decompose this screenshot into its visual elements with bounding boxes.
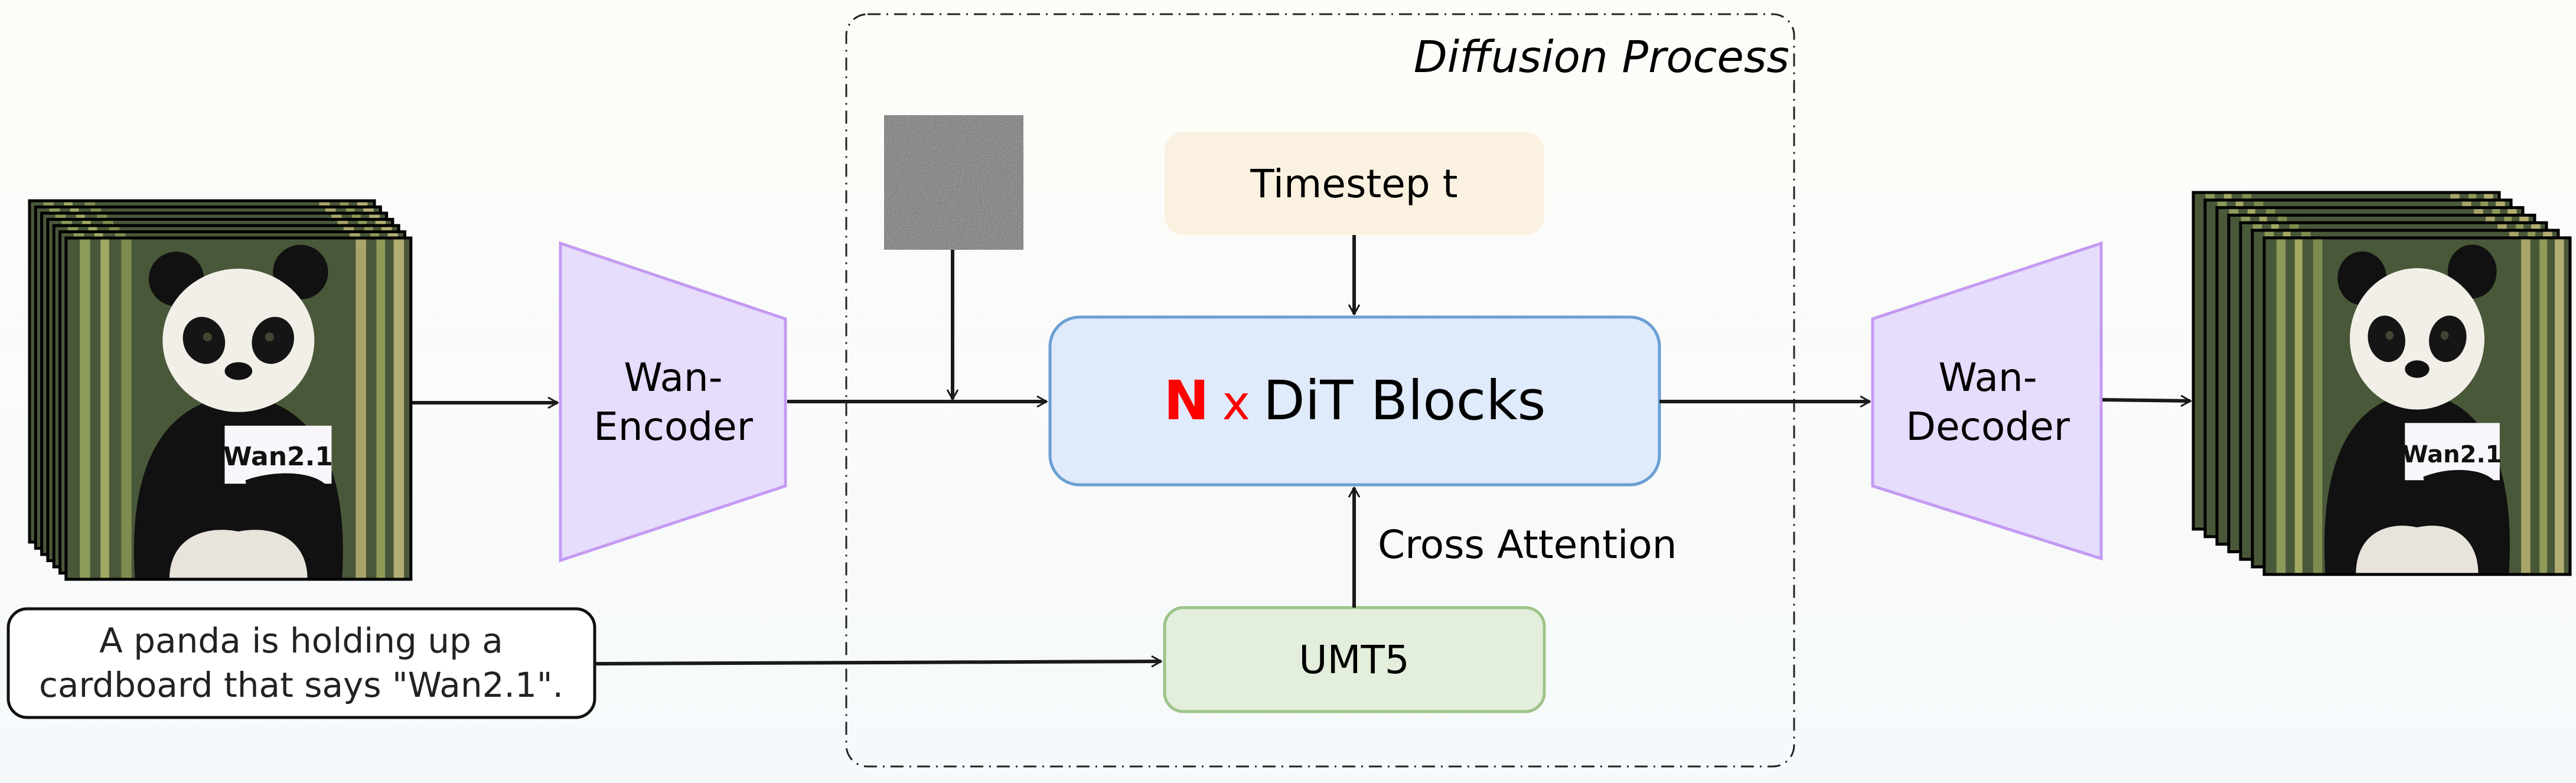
timestep-label: Timestep t [1250, 161, 1457, 207]
arrow-decoder-to-video [2102, 400, 2190, 401]
timestep-box: Timestep t [1165, 132, 1544, 235]
decoder-label-line1: Wan- [1938, 355, 2037, 400]
prompt-line-1: A panda is holding up a [99, 621, 503, 661]
wan-decoder: Wan- Decoder [1871, 241, 2103, 561]
wan-encoder: Wan- Encoder [559, 241, 787, 563]
decoder-label-line2: Decoder [1906, 404, 2070, 449]
input-video-frame [64, 236, 413, 581]
arrow-prompt-to-umt5 [595, 661, 1161, 664]
prompt-box: A panda is holding up a cardboard that s… [6, 607, 596, 719]
input-sign-text: Wan2.1 [223, 442, 333, 472]
dit-count-symbol: N [1164, 369, 1209, 432]
output-video-stack: Wan2.1 [2192, 191, 2572, 576]
diffusion-process-group: Diffusion Process [845, 13, 1795, 768]
prompt-line-2: cardboard that says "Wan2.1". [39, 665, 563, 705]
input-video-stack: Wan2.1 [28, 199, 413, 581]
diffusion-container [845, 13, 1795, 768]
noise-image [884, 115, 1023, 250]
umt5-box: UMT5 [1163, 606, 1546, 713]
diffusion-label: Diffusion Process [1414, 32, 1789, 83]
noise-icon [884, 115, 1023, 250]
output-sign-text: Wan2.1 [2402, 441, 2502, 468]
output-video-frame [2262, 236, 2572, 576]
dit-times-symbol: x [1222, 376, 1250, 430]
encoder-label-line2: Encoder [594, 404, 754, 449]
umt5-label: UMT5 [1299, 637, 1410, 683]
dit-label: DiT Blocks [1263, 369, 1546, 432]
cross-attention-label: Cross Attention [1378, 522, 1677, 567]
encoder-label-line1: Wan- [624, 355, 722, 400]
arrows [412, 235, 2190, 664]
